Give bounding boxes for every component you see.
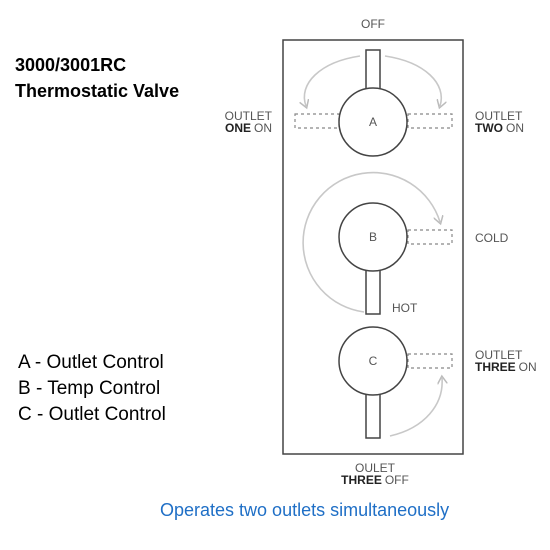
knob-a-right-lever	[407, 113, 453, 129]
knob-b-label: B	[369, 230, 377, 244]
legend-item-a: A - Outlet Control	[18, 352, 164, 373]
legend-item-c: C - Outlet Control	[18, 404, 166, 425]
outlet-three-off-line1: OULET	[355, 461, 396, 475]
knob-b-handle	[365, 267, 381, 315]
knob-c-label: C	[369, 354, 378, 368]
knob-c-handle	[365, 391, 381, 439]
hot-label: HOT	[392, 301, 418, 315]
knob-c-circle	[338, 326, 408, 396]
arc-arrow-b	[302, 171, 440, 313]
arc-arrow-a-right	[384, 55, 441, 106]
knob-legend: A - Outlet Control B - Temp Control C - …	[18, 350, 166, 428]
legend-item-b: B - Temp Control	[18, 378, 161, 399]
knob-b-right-lever	[407, 229, 453, 245]
knob-b-circle	[338, 202, 408, 272]
arc-arrow-c	[389, 378, 442, 437]
off-label: OFF	[361, 17, 385, 31]
cold-label: COLD	[475, 231, 509, 245]
product-name: Thermostatic Valve	[15, 81, 180, 101]
footer-note: Operates two outlets simultaneously	[160, 500, 450, 520]
product-model: 3000/3001RC	[15, 55, 127, 75]
knob-a-circle	[338, 87, 408, 157]
outlet-three-on-line1: OUTLET	[475, 348, 523, 362]
knob-c: C	[338, 326, 453, 439]
knob-a-label: A	[369, 115, 377, 129]
knob-c-right-lever	[407, 353, 453, 369]
knob-a: A	[294, 49, 453, 157]
outlet-two-line1: OUTLET	[475, 109, 523, 123]
arc-arrow-a-left	[304, 55, 361, 106]
outlet-one-line1: OUTLET	[225, 109, 273, 123]
knob-b: B	[338, 202, 453, 315]
product-title: 3000/3001RC Thermostatic Valve	[15, 52, 179, 104]
